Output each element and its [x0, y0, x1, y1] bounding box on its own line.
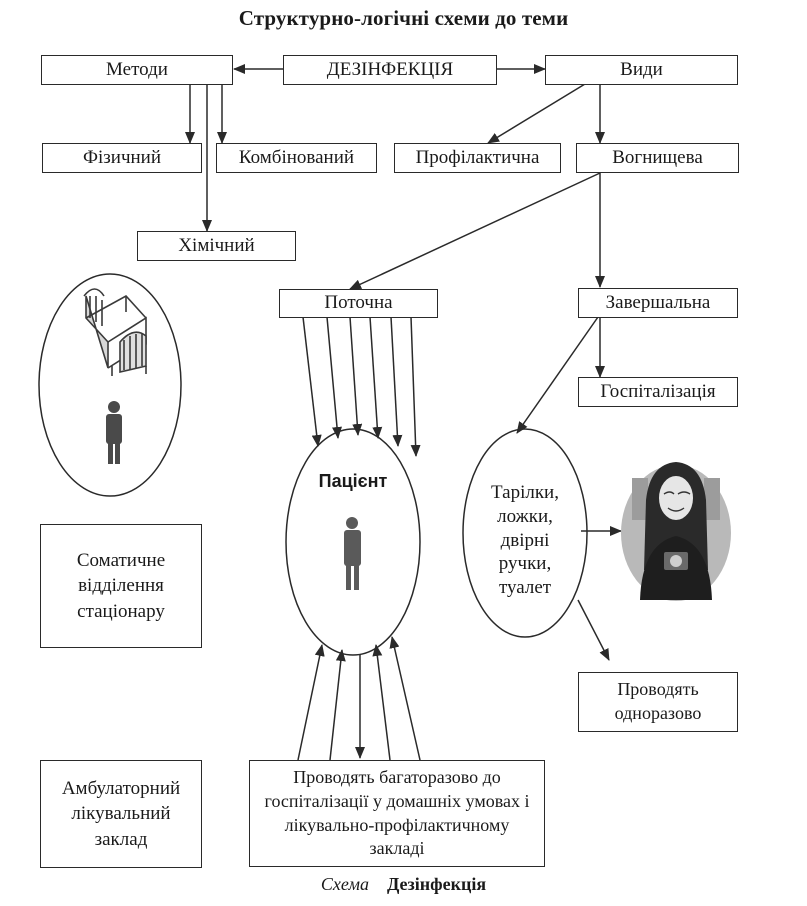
woman-photographer-icon [621, 462, 731, 601]
disinfection-node: ДЕЗІНФЕКЦІЯ [283, 55, 497, 85]
arrow-to-preventive [487, 83, 586, 144]
arrow-to-once [577, 599, 610, 661]
diagram-caption: Схема Дезінфекція [0, 874, 807, 895]
final-node: Завершальна [578, 288, 738, 318]
arrow-to-objects [516, 316, 599, 434]
focal-node: Вогнищева [576, 143, 739, 173]
arrow-current-patient-5 [390, 316, 403, 447]
arrow-current-patient-3 [349, 316, 363, 436]
combined-node: Комбінований [216, 143, 377, 173]
arrow-bottom-patient-1 [297, 644, 325, 761]
objects-label: Тарілки, ложки, двірні ручки, туалет [491, 482, 559, 598]
arrow-current-patient-2 [326, 316, 342, 439]
patient-label: Пацієнт [318, 471, 388, 491]
repeatedly-node: Проводять багаторазово до госпіталізації… [249, 760, 545, 867]
ellipse-patient [285, 428, 421, 656]
ellipse-objects [462, 428, 588, 638]
ellipse-ward [38, 273, 182, 497]
somatic-department-node: Соматичне відділення стаціонару [40, 524, 202, 648]
patient-figure-icon [344, 517, 361, 590]
types-node: Види [545, 55, 738, 85]
person-icon [106, 401, 122, 464]
arrow-current-patient-1 [302, 316, 322, 447]
current-node: Поточна [279, 289, 438, 318]
arrow-current-patient-4 [369, 316, 383, 439]
arrow-current-patient-6 [410, 316, 421, 457]
diagram-title: Структурно-логічні схеми до теми [238, 6, 569, 30]
arrow-to-current [349, 172, 601, 290]
arrow-bottom-patient-2 [329, 649, 346, 761]
arrow-bottom-patient-4 [389, 636, 421, 761]
caption-label: Схема [320, 874, 369, 894]
once-node: Проводять одноразово [578, 672, 738, 732]
caption-title: Дезінфекція [386, 874, 487, 894]
chemical-node: Хімічний [137, 231, 296, 261]
preventive-node: Профілактична [394, 143, 561, 173]
bed-icon [83, 288, 147, 376]
ambulatory-node: Амбулаторний лікувальний заклад [40, 760, 202, 868]
physical-node: Фізичний [42, 143, 202, 173]
methods-node: Методи [41, 55, 233, 85]
hospitalization-node: Госпіталізація [578, 377, 738, 407]
arrow-bottom-patient-3 [372, 644, 391, 761]
